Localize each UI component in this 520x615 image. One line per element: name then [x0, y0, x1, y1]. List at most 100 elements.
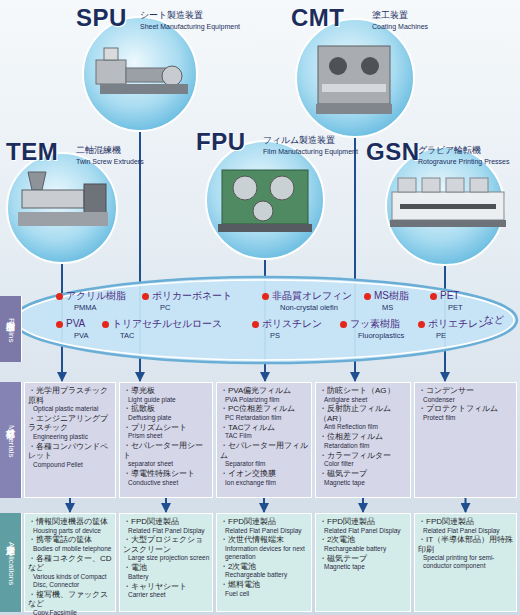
english-label: PE — [436, 331, 446, 340]
circle-outline — [205, 140, 325, 260]
japanese-label: ポリスチレン — [262, 318, 322, 330]
item-japanese: ・次世代情報端末 — [220, 535, 309, 545]
item-english: Magnetic tape — [319, 563, 408, 571]
oval-fill — [13, 277, 517, 363]
bullet-dot — [56, 321, 63, 328]
item-english: Optical plastic material — [28, 405, 113, 413]
machine-unit — [446, 178, 464, 192]
item-english: Housing parts of device — [28, 527, 113, 535]
item-english: Information devices for next generation — [220, 545, 309, 560]
machine-roller — [361, 57, 379, 75]
circle-outline — [82, 16, 198, 132]
item-english: Anti Reflection film — [319, 423, 408, 431]
item-japanese: ・2次電池 — [220, 562, 309, 572]
sheet-line-illustration — [96, 48, 188, 94]
bullet-dot — [262, 293, 269, 300]
bullet-dot — [364, 293, 371, 300]
item-japanese: ・各種コンパウンドペレット — [28, 442, 113, 461]
circle-fill — [296, 19, 414, 137]
item-japanese: ・プリズムシート — [123, 423, 210, 433]
machine-roller — [400, 204, 496, 209]
item-japanese: ・大型プロジェクションスクリーン — [123, 535, 210, 554]
item-english: Ion exchange film — [220, 479, 309, 487]
item-japanese: ・セパレーター用シート — [123, 441, 210, 460]
item-english: Related Flat Panel Display — [220, 527, 309, 535]
item-english: PVA Polarizing film — [220, 396, 309, 404]
machine-hopper — [28, 172, 46, 190]
item-japanese: ・エンジニアリングプラスチック — [28, 414, 113, 433]
content-box: ・FPD関連製品Related Flat Panel Display・次世代情報… — [216, 513, 312, 612]
english-label: Film Manufacturing Equipment — [263, 147, 358, 156]
machine-part — [96, 60, 126, 84]
machine-base — [18, 212, 108, 226]
english-label: PS — [270, 331, 280, 340]
item-english: Compound Pellet — [28, 461, 113, 469]
content-box: ・光学用プラスチック原料Optical plastic material・エンジ… — [24, 382, 116, 498]
item-english: Fuel cell — [220, 590, 309, 598]
english-label: Twin Screw Extruders — [76, 157, 144, 166]
equipment-circle: TEM二軸混練機Twin Screw Extruders — [6, 152, 118, 264]
machine-part — [392, 192, 504, 220]
item-english: Conductive sheet — [123, 479, 210, 487]
item-japanese: ・反射防止フィルム（AR） — [319, 404, 408, 423]
english-label: PMMA — [74, 303, 97, 312]
equipment-code: GSN — [366, 138, 420, 166]
machine-barrel — [22, 190, 84, 208]
film-line-illustration — [218, 170, 312, 232]
machine-base — [316, 104, 392, 114]
section-tab: 樹脂Resins — [0, 296, 22, 362]
machine-unit — [422, 178, 440, 192]
item-english: Protect film — [418, 414, 514, 422]
item-japanese: ・FPD関連製品 — [319, 517, 408, 527]
extruder-illustration — [18, 172, 108, 226]
section-title-english: Applications — [6, 542, 16, 585]
bullet-dot — [142, 293, 149, 300]
item-japanese: ・PVA偏光フィルム — [220, 386, 309, 396]
machine-unit — [470, 178, 488, 192]
item-english: Rechargeable battery — [220, 571, 309, 579]
item-japanese: ・2次電池 — [319, 535, 408, 545]
flow-arrow — [263, 498, 265, 512]
item-english: Various kinds of Compact Disc, Connector — [28, 573, 113, 588]
circle-fill — [206, 141, 324, 259]
section-tab: 用途Applications — [0, 513, 22, 612]
item-japanese: ・カラーフィルター — [319, 451, 408, 461]
machine-base — [390, 220, 506, 227]
machine-unit — [398, 178, 416, 192]
english-label: TAC — [120, 331, 134, 340]
item-japanese: ・携帯電話の筐体 — [28, 535, 113, 545]
item-english: Rechargeable battery — [319, 545, 408, 553]
content-box: ・FPD関連製品Related Flat Panel Display・大型プロジ… — [119, 513, 213, 612]
item-english: Bodies of mobile telephone — [28, 545, 113, 553]
japanese-label: PET — [440, 290, 459, 302]
circle-fill — [83, 17, 197, 131]
press-illustration — [390, 178, 506, 227]
item-japanese: ・燃料電池 — [220, 580, 309, 590]
item-japanese: ・拡散板 — [123, 404, 210, 414]
machine-part — [318, 46, 390, 104]
circle-outline — [295, 18, 415, 138]
circle-fill — [7, 153, 117, 263]
item-english: Engineering plastic — [28, 433, 113, 441]
machine-roller — [329, 57, 347, 75]
machine-part — [104, 48, 118, 60]
japanese-label: MS樹脂 — [374, 290, 409, 302]
content-box: ・導光板Light guide plate・拡散板Deffusing plate… — [119, 382, 213, 498]
japanese-label: ポリカーボネート — [152, 290, 232, 302]
machine-part — [322, 84, 386, 92]
flow-arrow — [165, 498, 167, 512]
machine-base — [100, 84, 188, 94]
english-label: Rotogravure Printing Presses — [418, 157, 509, 166]
item-japanese: ・IT（半導体部品）用特殊印刷 — [418, 535, 514, 554]
bullet-dot — [430, 293, 437, 300]
item-japanese: ・セパレーター用フィルム — [220, 441, 309, 460]
item-english: TAC Film — [220, 432, 309, 440]
item-english: Color filter — [319, 460, 408, 468]
japanese-label: シート製造装置 — [140, 10, 203, 21]
item-japanese: ・TACフィルム — [220, 423, 309, 433]
equipment-code: FPU — [196, 128, 246, 156]
equipment-circle: CMT塗工装置Coating Machines — [295, 18, 415, 138]
equipment-code: TEM — [6, 138, 58, 166]
